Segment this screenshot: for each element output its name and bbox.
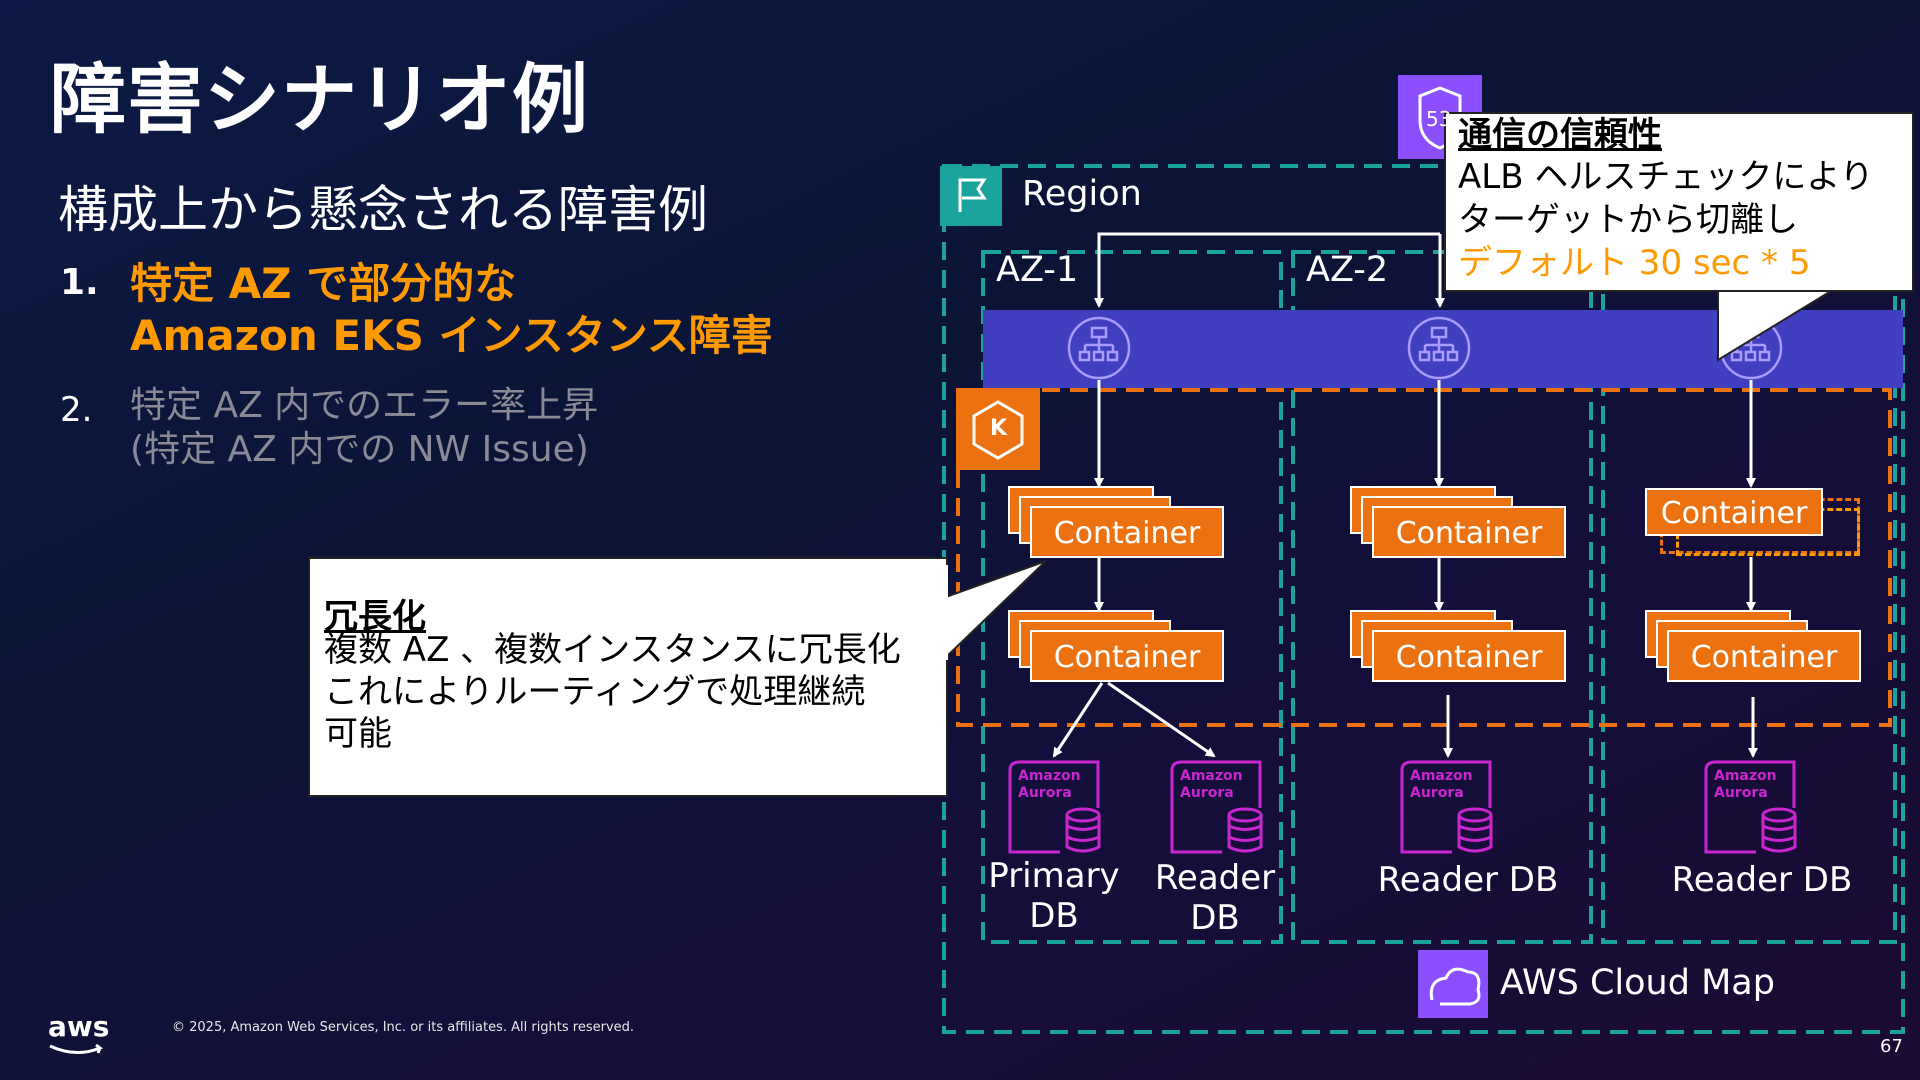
aurora-icon-reader-az2 bbox=[1400, 760, 1493, 854]
aws-logo-text: aws bbox=[48, 1010, 110, 1043]
list-item-1: 特定 AZ で部分的な Amazon EKS インスタンス障害 bbox=[130, 258, 773, 362]
callout-reliability-body: ALB ヘルスチェックにより ターゲットから切離し デフォルト 30 sec *… bbox=[1458, 156, 1918, 285]
aurora-label-line: Amazon bbox=[1410, 768, 1473, 784]
db-label-line: DB bbox=[1190, 898, 1240, 938]
arrow-az1-to-primary-db bbox=[1052, 682, 1104, 758]
aurora-label-line: Aurora bbox=[1018, 785, 1072, 801]
list-item-1-line2: Amazon EKS インスタンス障害 bbox=[130, 311, 773, 360]
callout-redundancy-body: 複数 AZ 、複数インスタンスに冗長化 これによりルーティングで処理継続 可能 bbox=[324, 629, 944, 755]
eks-icon bbox=[956, 388, 1040, 470]
aurora-label-line: Aurora bbox=[1714, 785, 1768, 801]
list-item-1-line1: 特定 AZ で部分的な bbox=[130, 259, 517, 308]
route53-routing-lines bbox=[1094, 232, 1445, 308]
db-label-reader-az2: Reader DB bbox=[1377, 860, 1559, 900]
callout-redundancy: 冗長化 複数 AZ 、複数インスタンスに冗長化 これによりルーティングで処理継続… bbox=[308, 557, 948, 797]
alb-icon-az2 bbox=[1407, 316, 1471, 380]
callout-redundancy-line: これによりルーティングで処理継続 bbox=[324, 672, 866, 712]
region-label: Region bbox=[1022, 174, 1142, 214]
container-az1-bottom: Container bbox=[1030, 630, 1224, 682]
copyright-footer: © 2025, Amazon Web Services, Inc. or its… bbox=[172, 1020, 635, 1035]
arrow-az1-to-reader-db bbox=[1107, 681, 1216, 758]
az1-label: AZ-1 bbox=[996, 250, 1079, 290]
callout-reliability-highlight: デフォルト 30 sec * 5 bbox=[1458, 243, 1811, 283]
aws-smile-icon bbox=[49, 1044, 104, 1054]
callout-redundancy-line: 複数 AZ 、複数インスタンスに冗長化 bbox=[324, 630, 901, 670]
list-item-number-2: 2. bbox=[60, 390, 93, 430]
container-az2-top: Container bbox=[1372, 506, 1566, 558]
page-number: 67 bbox=[1880, 1036, 1903, 1057]
region-boundary bbox=[942, 164, 1905, 1034]
container-label: Container bbox=[1053, 516, 1201, 551]
list-item-2-line1: 特定 AZ 内でのエラー率上昇 bbox=[130, 385, 599, 426]
alb-icon-az1 bbox=[1067, 316, 1131, 380]
az2-label: AZ-2 bbox=[1306, 250, 1389, 290]
page-subtitle: 構成上から懸念される障害例 bbox=[58, 181, 708, 239]
db-label-line: DB bbox=[1029, 896, 1079, 936]
db-label-line: Reader bbox=[1154, 858, 1276, 898]
container-az1-top: Container bbox=[1030, 506, 1224, 558]
aurora-icon-primary bbox=[1008, 760, 1101, 854]
page-title: 障害シナリオ例 bbox=[50, 55, 589, 144]
aurora-icon-reader-az1 bbox=[1170, 760, 1263, 854]
callout-redundancy-heading: 冗長化 bbox=[324, 597, 426, 637]
route53-badge: 53 bbox=[1426, 107, 1452, 131]
aurora-label-line: Aurora bbox=[1180, 785, 1234, 801]
container-az2-bottom: Container bbox=[1372, 630, 1566, 682]
callout-reliability-heading: 通信の信頼性 bbox=[1458, 115, 1662, 155]
aurora-label-line: Amazon bbox=[1714, 768, 1777, 784]
list-item-2-line2: (特定 AZ 内での NW Issue) bbox=[130, 429, 589, 470]
db-label-reader-az3: Reader DB bbox=[1671, 860, 1853, 900]
region-flag-icon bbox=[940, 166, 1002, 226]
container-label: Container bbox=[1660, 496, 1808, 531]
az2-boundary bbox=[1291, 250, 1593, 944]
container-label: Container bbox=[1395, 640, 1543, 675]
callout-reliability: 通信の信頼性 ALB ヘルスチェックにより ターゲットから切離し デフォルト 3… bbox=[1444, 112, 1914, 292]
aws-logo: aws bbox=[48, 1010, 110, 1054]
db-label-line: Primary bbox=[988, 856, 1120, 896]
aurora-label-line: Amazon bbox=[1018, 768, 1081, 784]
callout-reliability-line: ALB ヘルスチェックにより bbox=[1458, 157, 1874, 197]
container-az3-bottom: Container bbox=[1667, 630, 1861, 682]
container-label: Container bbox=[1053, 640, 1201, 675]
aurora-icon-reader-az3 bbox=[1704, 760, 1797, 854]
callout-redundancy-line: 可能 bbox=[324, 714, 392, 754]
list-item-number-1: 1. bbox=[60, 262, 99, 303]
container-az3-top: Container bbox=[1645, 488, 1823, 536]
container-label: Container bbox=[1395, 516, 1543, 551]
cloud-map-label: AWS Cloud Map bbox=[1500, 963, 1775, 1003]
list-item-2: 特定 AZ 内でのエラー率上昇 (特定 AZ 内での NW Issue) bbox=[130, 384, 598, 472]
aurora-label-line: Aurora bbox=[1410, 785, 1464, 801]
aurora-label-line: Amazon bbox=[1180, 768, 1243, 784]
eks-badge: K bbox=[990, 416, 1008, 441]
container-label: Container bbox=[1690, 640, 1838, 675]
cloud-map-icon bbox=[1418, 950, 1488, 1018]
callout-reliability-line: ターゲットから切離し bbox=[1458, 200, 1798, 240]
eks-cluster-boundary bbox=[956, 388, 1892, 727]
callout-redundancy-pointer-mask bbox=[942, 565, 948, 660]
